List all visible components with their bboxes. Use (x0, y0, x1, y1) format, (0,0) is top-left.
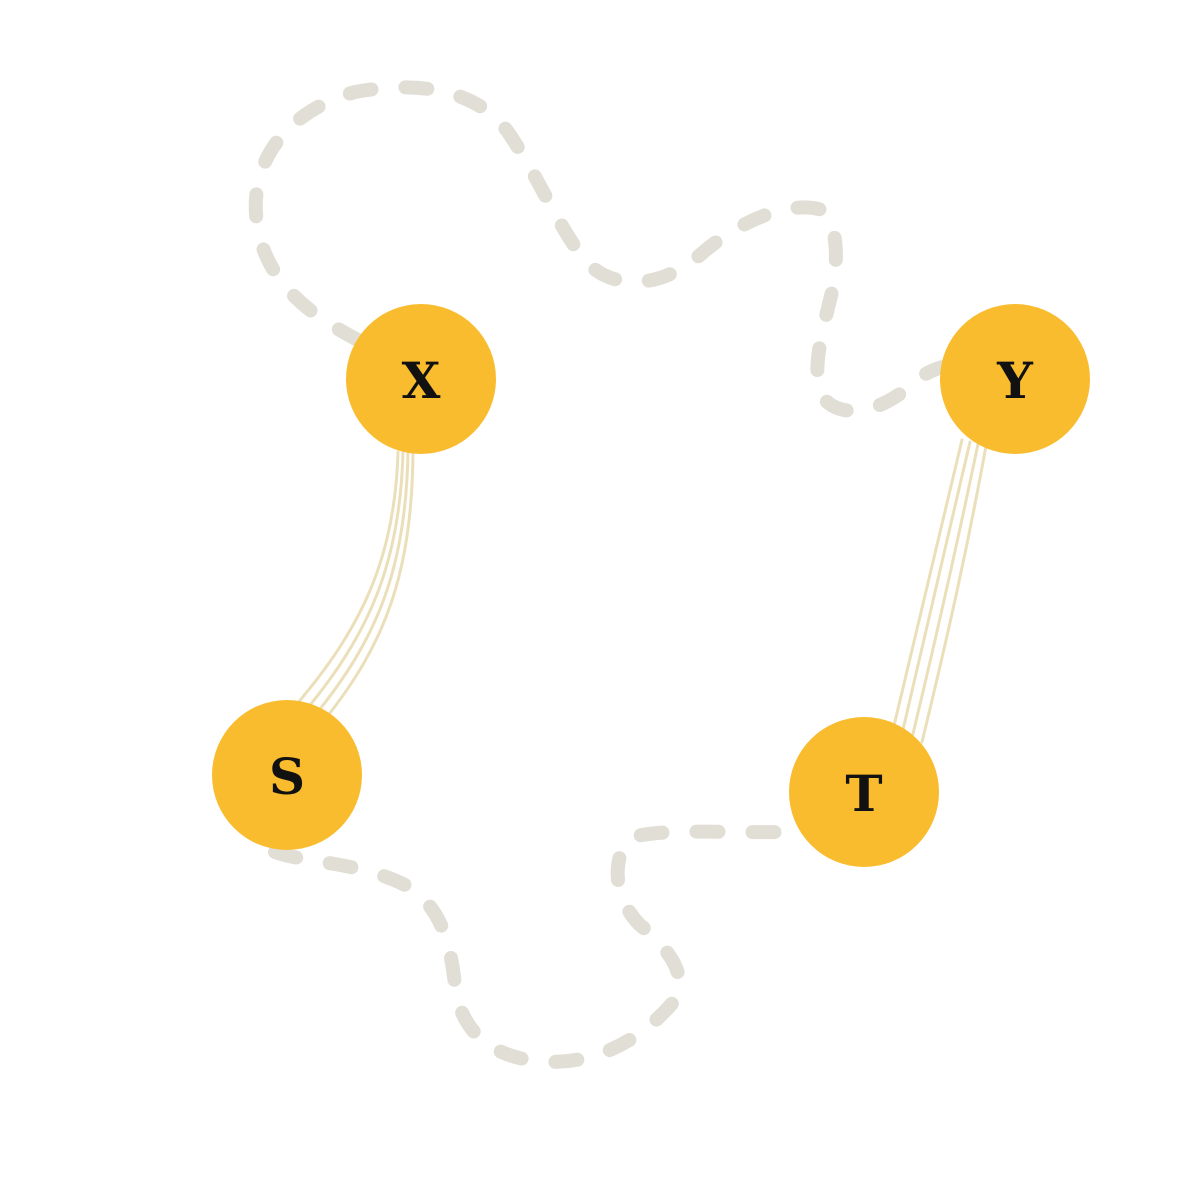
edge-s-t-dashed (268, 824, 787, 1070)
node-y: Y (940, 304, 1090, 454)
node-s-label: S (269, 747, 305, 806)
edge-y-t-solid (891, 438, 988, 744)
node-x: X (346, 304, 496, 454)
node-t-circle (789, 717, 939, 867)
edge-x-y-dashed (248, 80, 957, 418)
node-t: T (789, 717, 939, 867)
node-s: S (212, 700, 362, 850)
node-x-circle (346, 304, 496, 454)
node-y-label: Y (996, 351, 1034, 410)
node-t-label: T (845, 764, 882, 823)
edge-x-s-solid (294, 450, 415, 720)
node-s-circle (212, 700, 362, 850)
node-x-label: X (402, 351, 441, 410)
node-y-circle (940, 304, 1090, 454)
